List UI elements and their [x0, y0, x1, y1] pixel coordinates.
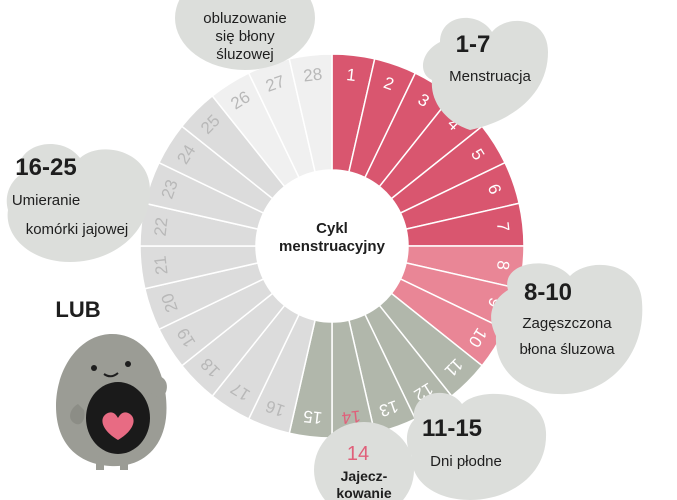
bubble-fertile-days: 11-15 Dni płodne [406, 392, 547, 500]
bubble-menstruation-shape [422, 17, 548, 130]
bubble-shedding-line3: śluzowej [216, 46, 274, 63]
day-label-8: 8 [493, 259, 513, 271]
bubble-fertile-days-shape [406, 392, 547, 500]
day-label-28: 28 [302, 65, 323, 86]
bubble-menstruation-label: Menstruacja [449, 68, 531, 85]
egg-leg-right [120, 456, 128, 470]
bubble-ovulation-line2: kowanie [336, 485, 391, 500]
bubble-fertile-days-range: 11-15 [422, 415, 482, 442]
day-label-7: 7 [493, 221, 513, 233]
egg-eye-right [125, 361, 131, 367]
bubble-ovulation-line1: Jajecz- [341, 468, 388, 484]
day-label-1: 1 [345, 65, 357, 85]
bubble-shedding-shape [175, 0, 315, 70]
day-label-22: 22 [151, 216, 172, 237]
bubble-menstruation-range: 1-7 [456, 31, 491, 58]
bubble-dying-egg-range: 16-25 [15, 154, 76, 181]
egg-mascot [56, 334, 167, 470]
day-label-14: 14 [341, 406, 362, 427]
bubble-thickened-lining-shape [491, 263, 643, 395]
egg-leg-left [96, 456, 104, 470]
bubble-ovulation-shape [314, 422, 414, 500]
egg-eye-left [91, 365, 97, 371]
bubble-thickened-lining: 8-10 Zagęszczona błona śluzowa [491, 263, 643, 395]
or-label: LUB [55, 297, 100, 322]
center-title-line2: menstruacyjny [279, 238, 386, 255]
bubble-thickened-lining-range: 8-10 [524, 279, 572, 306]
center-title-line1: Cykl [316, 220, 348, 237]
day-label-15: 15 [302, 406, 323, 427]
egg-brow [103, 372, 119, 378]
bubble-shedding-line1: obluzowanie [203, 10, 286, 27]
bubble-ovulation-day: 14 [347, 443, 369, 465]
day-label-21: 21 [151, 255, 172, 276]
wheel-hub [256, 170, 408, 322]
heart-icon [102, 412, 134, 440]
bubble-thickened-lining-line2: błona śluzowa [519, 341, 615, 358]
bubble-dying-egg: 16-25 Umieranie komórki jajowej [6, 144, 151, 262]
egg-arm-right [150, 375, 167, 398]
egg-arm-left [70, 404, 85, 425]
bubble-dying-egg-line1: Umieranie [12, 192, 80, 209]
bubble-fertile-days-label: Dni płodne [430, 453, 502, 470]
bubble-thickened-lining-line1: Zagęszczona [522, 315, 612, 332]
bubble-dying-egg-line2: komórki jajowej [26, 221, 129, 238]
bubble-ovulation: 14 Jajecz- kowanie [314, 422, 414, 500]
bubble-dying-egg-shape [6, 144, 151, 262]
bubble-shedding-line2: się błony [215, 28, 275, 45]
bubble-menstruation: 1-7 Menstruacja [422, 17, 548, 130]
bubble-shedding: obluzowanie się błony śluzowej [175, 0, 315, 70]
